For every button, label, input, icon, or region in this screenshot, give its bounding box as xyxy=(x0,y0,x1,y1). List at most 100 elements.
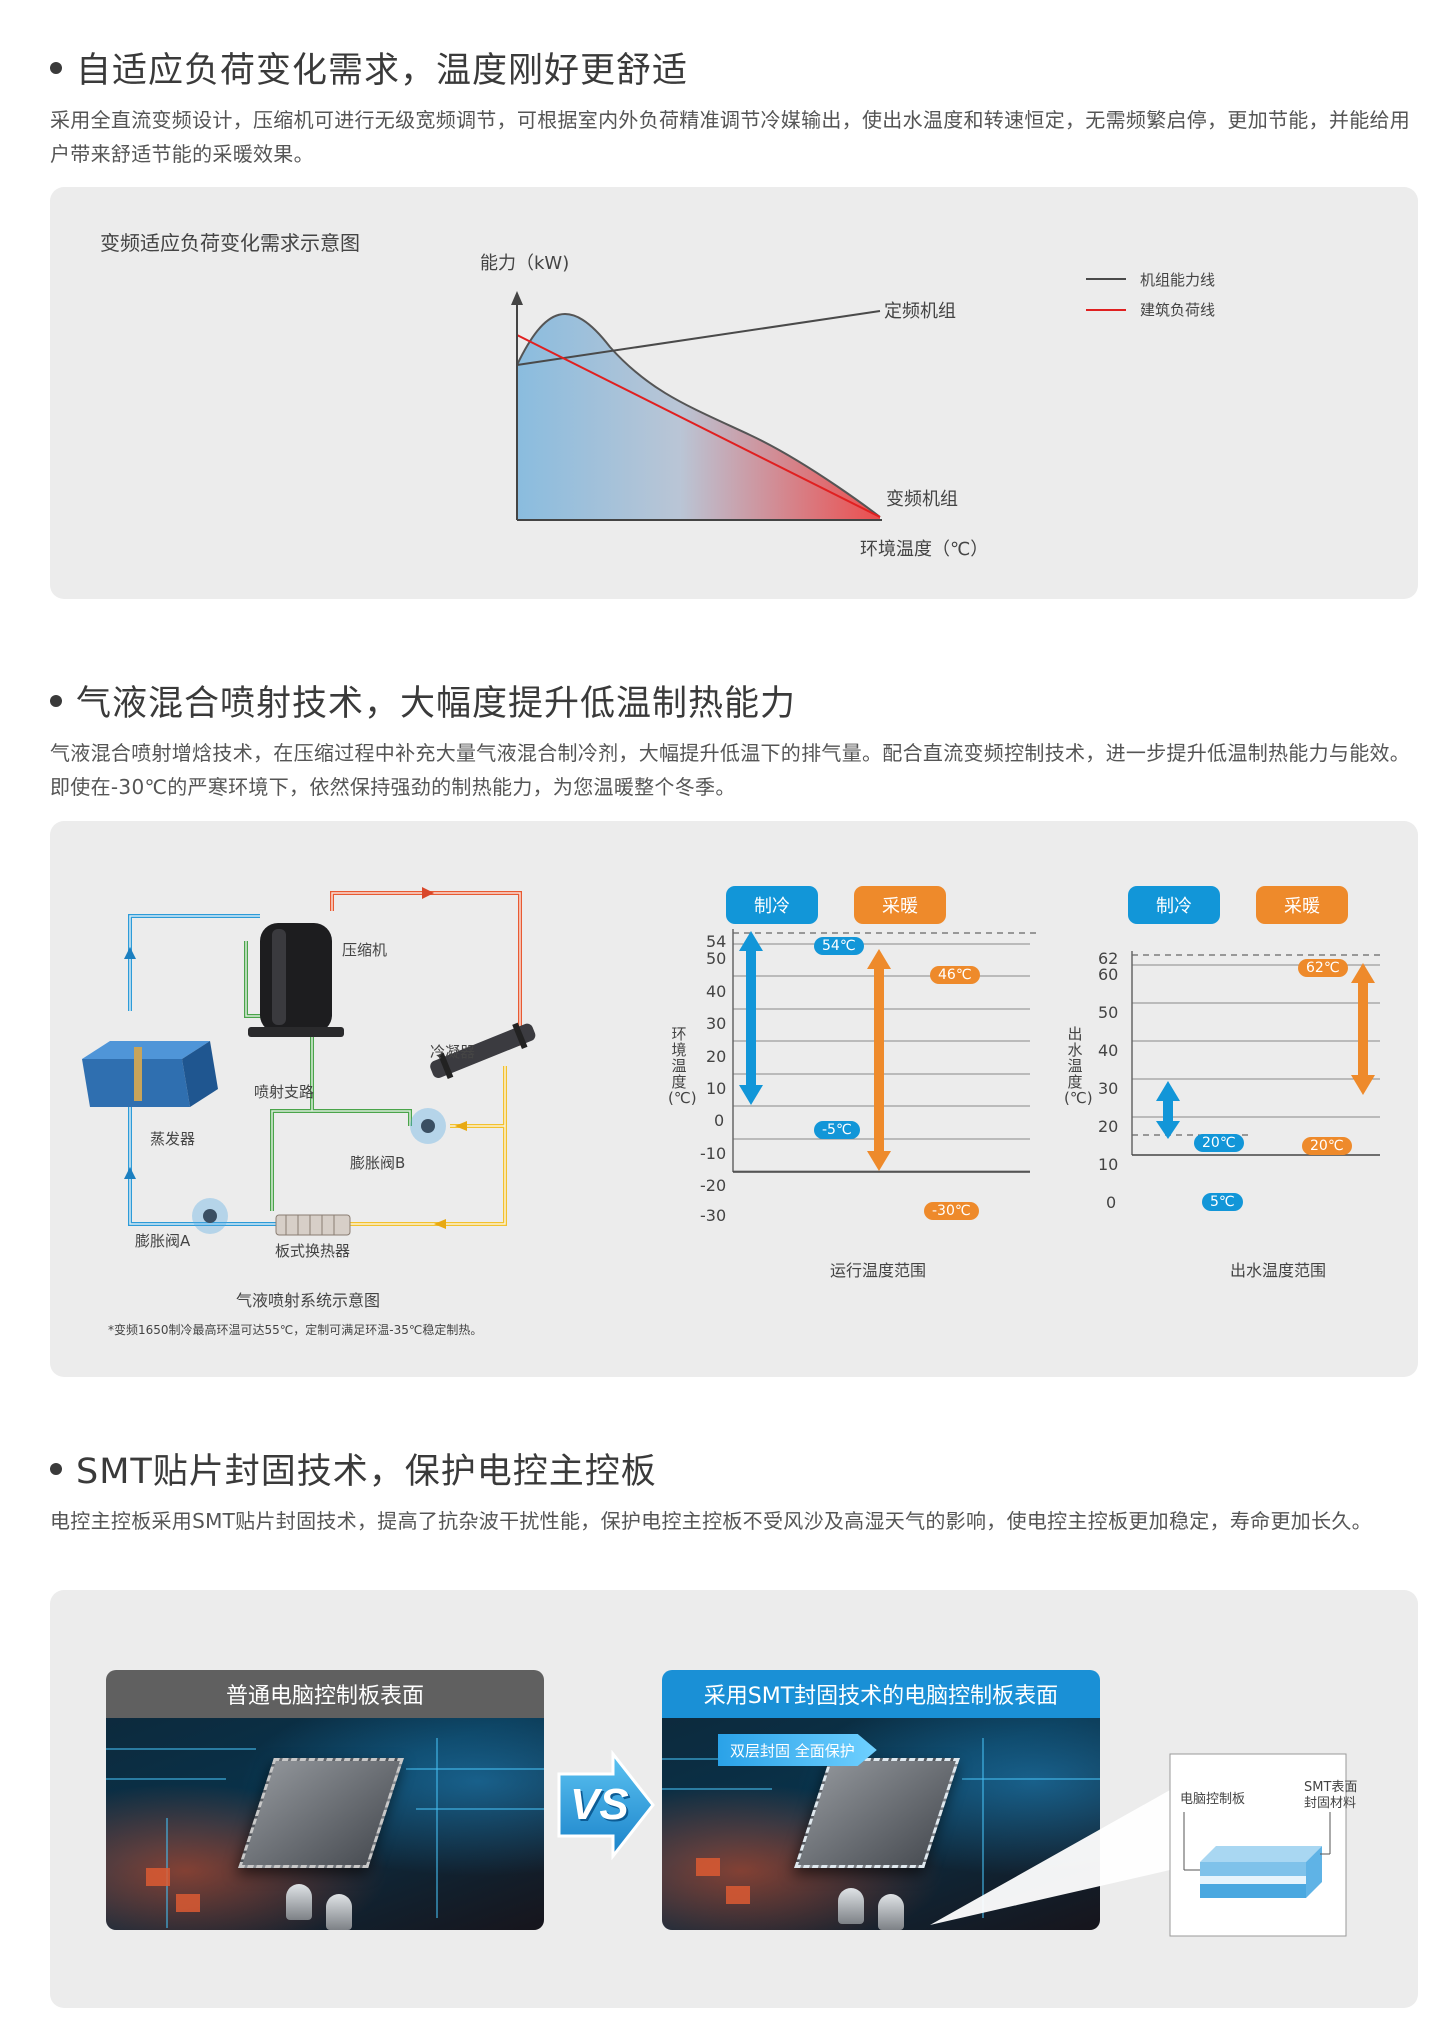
water-cool-min-pill: 5℃ xyxy=(1202,1193,1243,1211)
section3-heading: SMT贴片封固技术，保护电控主控板 xyxy=(50,1443,657,1494)
water-tick: 10 xyxy=(1098,1155,1119,1174)
water-chart-svg xyxy=(1131,951,1380,1156)
flow-arrow-up xyxy=(124,947,136,959)
water-tick: 20 xyxy=(1098,1117,1119,1136)
compressor-body xyxy=(260,923,332,1033)
evaporator-unit xyxy=(82,1041,218,1107)
label-evaporator: 蒸发器 xyxy=(150,1130,196,1148)
condenser-unit xyxy=(430,1022,536,1079)
diagram-caption: 气液喷射系统示意图 xyxy=(236,1291,381,1310)
pipe-yellow xyxy=(350,1066,507,1226)
vs-badge xyxy=(557,1750,655,1860)
water-tick: 40 xyxy=(1098,1041,1119,1060)
section2-heading-text: 气液混合喷射技术，大幅度提升低温制热能力 xyxy=(76,684,797,724)
water-heat-max-pill: 62℃ xyxy=(1298,959,1348,977)
range-y-label: 环境温度(℃) xyxy=(668,1025,697,1107)
flow-arrow-left xyxy=(455,1121,467,1131)
badge-heat: 采暖 xyxy=(854,886,946,924)
badge-heat: 采暖 xyxy=(1256,886,1348,924)
flow-arrow-up xyxy=(124,1167,136,1179)
smt-board-title: 采用SMT封固技术的电脑控制板表面 xyxy=(662,1670,1100,1718)
water-cool-max-pill: 20℃ xyxy=(1194,1134,1244,1152)
water-y-label: 出水温度(℃) xyxy=(1064,1025,1093,1107)
inset-box xyxy=(1169,1753,1347,1937)
section1-heading: 自适应负荷变化需求，温度刚好更舒适 xyxy=(50,42,688,93)
inset-board-label: 电脑控制板 xyxy=(1180,1792,1246,1807)
vs-text: VS xyxy=(570,1780,629,1829)
cool-min-pill: -5℃ xyxy=(814,1121,860,1139)
water-heat-min-pill: 20℃ xyxy=(1302,1137,1352,1155)
section2-heading: 气液混合喷射技术，大幅度提升低温制热能力 xyxy=(50,675,796,726)
load-chart-svg xyxy=(511,278,1126,521)
range-tick: 0 xyxy=(714,1111,725,1130)
y-axis-arrow xyxy=(511,291,523,305)
cool-range-arrow xyxy=(739,931,763,1105)
bullet-dot xyxy=(50,61,62,74)
label-condenser: 冷凝器 xyxy=(430,1043,476,1061)
variable-capability-curve xyxy=(516,313,881,518)
section1-paragraph: 采用全直流变频设计，压缩机可进行无级宽频调节，可根据室内外负荷精准调节冷媒输出，… xyxy=(50,108,1411,166)
range-tick: 40 xyxy=(706,982,727,1001)
injection-panel: 压缩机 冷凝器 喷射支路 蒸发器 膨胀阀B 膨胀阀A 板式换热器 气液喷射系统示… xyxy=(50,821,1418,1377)
water-tick: 62 xyxy=(1098,949,1119,968)
cool-max-pill: 54℃ xyxy=(814,937,864,955)
label-compressor: 压缩机 xyxy=(342,941,388,959)
building-load-line xyxy=(516,334,881,518)
ic-chip xyxy=(238,1758,404,1868)
water-chart-caption: 出水温度范围 xyxy=(1230,1261,1327,1280)
normal-board-photo: 普通电脑控制板表面 xyxy=(106,1670,544,1930)
water-tick: 30 xyxy=(1098,1079,1119,1098)
bullet-dot xyxy=(50,1462,62,1475)
variable-unit-label: 变频机组 xyxy=(886,489,958,510)
water-tick: 50 xyxy=(1098,1003,1119,1022)
legend-load-label: 建筑负荷线 xyxy=(1140,301,1216,319)
fixed-capability-line xyxy=(516,310,881,366)
water-tick: 0 xyxy=(1106,1193,1117,1212)
injection-system-diagram xyxy=(82,887,536,1236)
load-chart-title: 变频适应负荷变化需求示意图 xyxy=(100,231,360,255)
smt-board-photo: 采用SMT封固技术的电脑控制板表面 双层封固 全面保护 xyxy=(662,1670,1100,1930)
normal-board-title: 普通电脑控制板表面 xyxy=(106,1670,544,1718)
inset-smt-label-1: SMT表面 xyxy=(1304,1780,1358,1795)
smt-inset xyxy=(930,1753,1347,1937)
badge-cool: 制冷 xyxy=(1128,886,1220,924)
normal-board-image xyxy=(106,1718,544,1930)
fixed-unit-label: 定频机组 xyxy=(884,301,956,322)
label-plate-hx: 板式换热器 xyxy=(275,1242,351,1260)
legend-capability-label: 机组能力线 xyxy=(1140,271,1216,289)
water-tick: 60 xyxy=(1098,965,1119,984)
label-valve-a: 膨胀阀A xyxy=(135,1232,191,1250)
range-tick: -10 xyxy=(700,1144,727,1163)
heat-range-arrow xyxy=(867,949,891,1171)
smt-panel: 普通电脑控制板表面 VS 采用SMT封固技术的电脑控制板表面 xyxy=(50,1590,1418,2008)
x-axis-label: 环境温度（℃） xyxy=(860,539,989,560)
label-injection-branch: 喷射支路 xyxy=(254,1083,315,1101)
heat-min-pill: -30℃ xyxy=(924,1202,979,1220)
badge-cool: 制冷 xyxy=(726,886,818,924)
range-tick: 30 xyxy=(706,1014,727,1033)
section1-heading-text: 自适应负荷变化需求，温度刚好更舒适 xyxy=(76,51,689,91)
water-cool-arrow xyxy=(1156,1081,1180,1139)
section3-paragraph: 电控主控板采用SMT贴片封固技术，提高了抗杂波干扰性能，保护电控主控板不受风沙及… xyxy=(50,1509,1372,1533)
pipe-red xyxy=(330,891,522,1046)
range-tick: -30 xyxy=(700,1206,727,1225)
range-tick: 10 xyxy=(706,1079,727,1098)
load-chart-panel: 变频适应负荷变化需求示意图 能力（kW) 定频机组 变频机组 环境温度（℃） 机… xyxy=(50,187,1418,599)
range-tick: 54 xyxy=(706,932,727,951)
y-axis-label: 能力（kW) xyxy=(480,253,570,274)
flow-arrow-left xyxy=(434,1219,446,1229)
bullet-dot xyxy=(50,694,62,707)
range-chart-caption: 运行温度范围 xyxy=(830,1261,927,1280)
flow-arrow-right xyxy=(422,887,434,899)
range-tick: -20 xyxy=(700,1176,727,1195)
smt-board-image: 双层封固 全面保护 xyxy=(662,1718,1100,1930)
variable-capability-area xyxy=(517,313,880,520)
range-chart-svg xyxy=(732,929,1038,1173)
protection-banner: 双层封固 全面保护 xyxy=(718,1734,877,1766)
water-heat-arrow xyxy=(1351,963,1375,1095)
diagram-footnote: *变频1650制冷最高环温可达55℃，定制可满足环温-35℃稳定制热。 xyxy=(108,1323,483,1337)
inset-smt-label-2: 封固材料 xyxy=(1304,1796,1357,1811)
heat-max-pill: 46℃ xyxy=(930,966,980,984)
plate-heat-exchanger xyxy=(275,1214,351,1236)
section3-heading-text: SMT贴片封固技术，保护电控主控板 xyxy=(76,1452,657,1492)
